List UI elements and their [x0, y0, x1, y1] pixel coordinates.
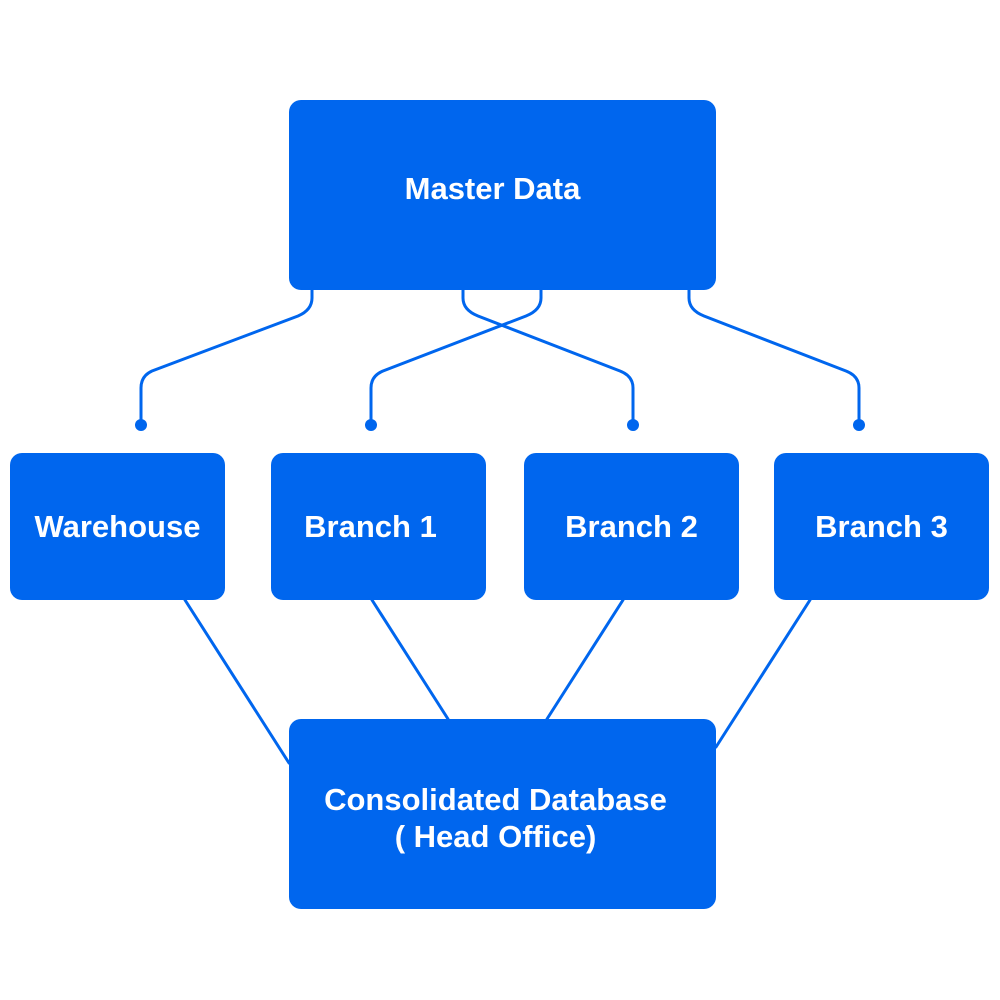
warehouse-label: Warehouse [34, 508, 201, 544]
connector-master-to-branch-2 [461, 288, 635, 427]
branch-3-node: Branch 3 [774, 453, 989, 600]
connector-master-to-branch-1 [369, 288, 543, 427]
branch-1-node: Branch 1 [271, 453, 486, 600]
warehouse-node: Warehouse [10, 453, 225, 600]
branch-1-label: Branch 1 [304, 508, 437, 544]
connector-endpoint-dot [135, 419, 147, 431]
branch-2-node: Branch 2 [524, 453, 739, 600]
connector-branch-1-to-consolidated [370, 598, 450, 721]
connector-endpoint-dot [365, 419, 377, 431]
branch-2-label: Branch 2 [565, 508, 698, 544]
consolidated-database-label: Consolidated Database [324, 781, 667, 817]
consolidated-database-node: Consolidated Database ( Head Office) [289, 719, 716, 909]
connector-endpoint-dot [627, 419, 639, 431]
connector-master-to-warehouse [139, 288, 314, 427]
connector-warehouse-to-consolidated [183, 598, 291, 765]
connector-branch-3-to-consolidated [714, 598, 812, 749]
master-data-node: Master Data [289, 100, 716, 290]
connector-master-to-branch-3 [687, 288, 861, 427]
master-data-label: Master Data [404, 171, 581, 207]
connector-branch-2-to-consolidated [545, 598, 625, 721]
branch-3-label: Branch 3 [815, 508, 948, 544]
connector-endpoint-dot [853, 419, 865, 431]
head-office-label: ( Head Office) [394, 819, 597, 854]
